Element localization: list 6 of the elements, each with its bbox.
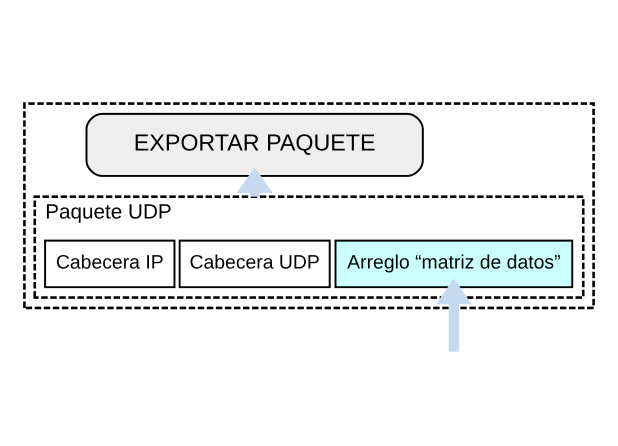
node-box: Arreglo “matriz de datos” xyxy=(334,240,574,288)
arrow xyxy=(436,278,472,352)
cluster xyxy=(23,102,595,310)
node-box: EXPORTAR PAQUETE xyxy=(86,112,424,177)
node-box: Cabecera IP xyxy=(44,240,176,288)
node-box: Cabecera UDP xyxy=(178,240,331,288)
